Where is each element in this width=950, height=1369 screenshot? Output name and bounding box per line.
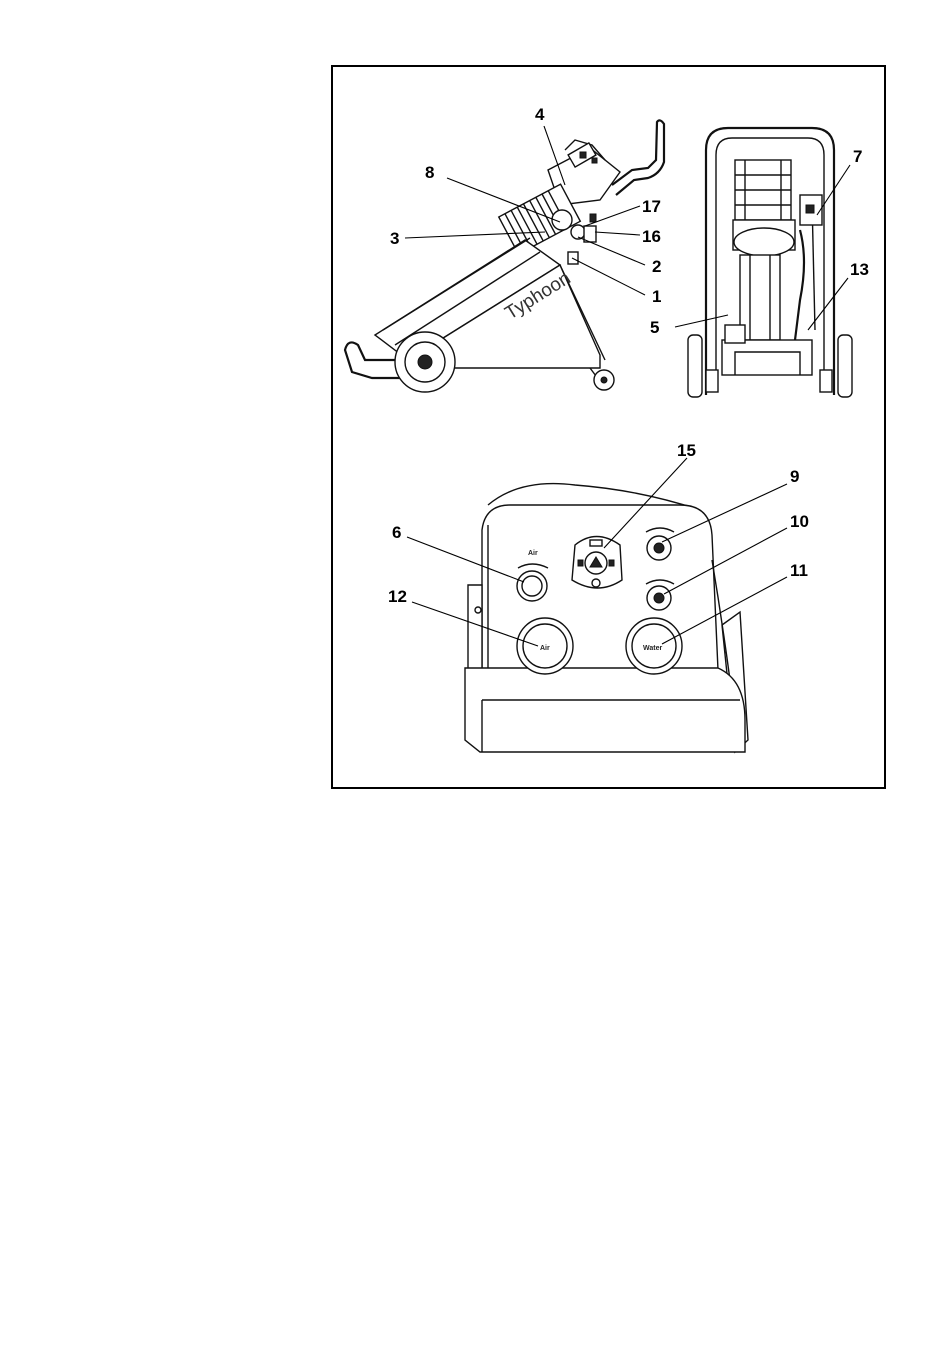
callout-1: 1 bbox=[652, 287, 661, 306]
callout-2: 2 bbox=[652, 257, 661, 276]
callout-17: 17 bbox=[642, 197, 661, 216]
callout-12: 12 bbox=[388, 587, 407, 606]
air-small-label: Air bbox=[528, 550, 538, 557]
callout-15: 15 bbox=[677, 441, 696, 460]
callout-11: 11 bbox=[790, 561, 808, 580]
callout-6: 6 bbox=[392, 523, 401, 542]
callout-16: 16 bbox=[642, 227, 661, 246]
callout-13: 13 bbox=[850, 260, 869, 279]
rear-view-drawing bbox=[688, 128, 852, 397]
callout-8: 8 bbox=[425, 163, 434, 182]
water-gauge-label: Water bbox=[643, 645, 662, 652]
callout-5: 5 bbox=[650, 318, 659, 337]
callout-3: 3 bbox=[390, 229, 399, 248]
air-gauge-label: Air bbox=[540, 645, 550, 652]
callout-9: 9 bbox=[790, 467, 799, 486]
callout-4: 4 bbox=[535, 105, 545, 124]
callout-10: 10 bbox=[790, 512, 809, 531]
side-view-drawing bbox=[345, 120, 664, 392]
control-panel-drawing bbox=[465, 484, 748, 752]
callout-7: 7 bbox=[853, 147, 862, 166]
